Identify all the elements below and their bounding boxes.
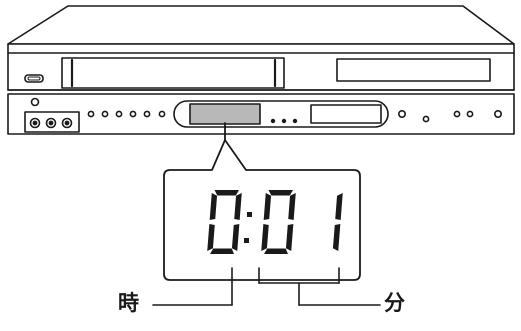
digit-segment-c — [231, 224, 240, 251]
minute-ones-digit — [332, 193, 343, 251]
vcr-top-lid — [7, 5, 515, 45]
zoomed-display-panel — [163, 169, 361, 281]
power-indicator — [30, 97, 40, 107]
seven-segment-readout — [207, 190, 343, 254]
digit-segment-b — [335, 193, 343, 220]
digit-segment-f — [209, 193, 218, 220]
colon-dot — [247, 212, 252, 217]
leader-lines — [152, 267, 381, 306]
hour-label: 時 — [118, 291, 139, 315]
digit-segment-c — [285, 224, 294, 251]
digit-segment-f — [263, 193, 272, 220]
secondary-display — [310, 104, 382, 124]
digit-segment-d — [210, 248, 234, 254]
callout-pointer — [211, 122, 247, 171]
digit-segment-d — [264, 248, 288, 254]
digit-segment-c — [332, 224, 341, 251]
colon-dot — [244, 238, 249, 243]
left-button-row — [87, 110, 166, 118]
minute-tens-digit — [261, 190, 296, 254]
hour-digit — [207, 190, 242, 254]
vcr-upper-front — [7, 43, 515, 91]
display-window — [189, 103, 261, 125]
display-pod — [173, 100, 389, 128]
digit-segment-a — [214, 190, 239, 196]
minute-label: 分 — [384, 291, 405, 315]
digit-segment-e — [207, 224, 215, 251]
digit-segment-a — [268, 190, 293, 196]
right-button-row — [397, 110, 502, 123]
digit-segment-e — [261, 224, 269, 251]
av-input-jacks — [24, 111, 80, 133]
digit-segment-b — [234, 193, 242, 220]
vcr-lower-front — [7, 93, 515, 135]
digit-segment-b — [288, 193, 296, 220]
